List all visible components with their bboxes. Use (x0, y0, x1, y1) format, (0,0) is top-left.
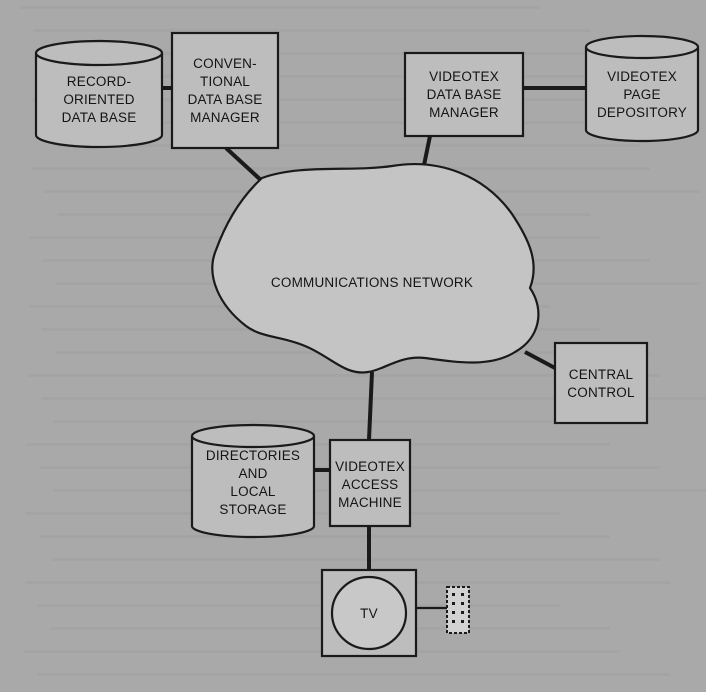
label-line: DIRECTORIES (206, 448, 300, 463)
label-line: VIDEOTEX (335, 459, 405, 474)
record-oriented-database-cylinder: RECORD- ORIENTED DATA BASE (34, 39, 164, 149)
label-line: CONVEN- (193, 56, 257, 71)
label-line: PAGE (623, 87, 660, 102)
label-line: AND (238, 466, 267, 481)
label-line: DATA BASE (188, 92, 263, 107)
label-line: MANAGER (429, 105, 499, 120)
videotex-database-manager-label: VIDEOTEX DATA BASE MANAGER (427, 69, 502, 120)
label-line: DATA BASE (427, 87, 502, 102)
tv-label: TV (360, 606, 378, 621)
label-line: COMMUNICATIONS NETWORK (271, 275, 473, 290)
conventional-database-manager-label: CONVEN- TIONAL DATA BASE MANAGER (188, 56, 263, 125)
record-oriented-database-label: RECORD- ORIENTED DATA BASE (62, 74, 137, 125)
central-control-label: CENTRAL CONTROL (567, 367, 635, 400)
label-line: TV (360, 606, 378, 621)
label-line: MACHINE (338, 495, 402, 510)
tv-screen (330, 575, 408, 651)
communications-network-label: COMMUNICATIONS NETWORK (271, 275, 473, 290)
directories-local-storage-label: DIRECTORIES AND LOCAL STORAGE (206, 448, 300, 517)
label-line: ORIENTED (63, 92, 134, 107)
communications-network-cloud: COMMUNICATIONS NETWORK (211, 163, 540, 374)
label-line: TIONAL (200, 74, 250, 89)
videotex-page-depository-label: VIDEOTEX PAGE DEPOSITORY (597, 69, 687, 120)
tv-set: TV (320, 568, 418, 658)
conventional-database-manager-box: CONVEN- TIONAL DATA BASE MANAGER (170, 31, 280, 150)
link-conventional-dbm-to-network (224, 146, 265, 184)
central-control-box: CENTRAL CONTROL (553, 341, 649, 425)
label-line: MANAGER (190, 110, 260, 125)
label-line: LOCAL (230, 484, 276, 499)
keypad-icon (446, 586, 470, 634)
label-line: VIDEOTEX (607, 69, 677, 84)
label-line: DEPOSITORY (597, 105, 687, 120)
videotex-database-manager-box: VIDEOTEX DATA BASE MANAGER (403, 51, 525, 138)
videotex-page-depository-cylinder: VIDEOTEX PAGE DEPOSITORY (584, 34, 700, 143)
label-line: ACCESS (342, 477, 399, 492)
label-line: CENTRAL (569, 367, 634, 382)
label-line: VIDEOTEX (429, 69, 499, 84)
label-line: DATA BASE (62, 110, 137, 125)
link-network-to-access-machine (367, 371, 374, 441)
videotex-access-machine-label: VIDEOTEX ACCESS MACHINE (335, 459, 405, 510)
label-line: CONTROL (567, 385, 635, 400)
label-line: RECORD- (67, 74, 131, 89)
videotex-access-machine-box: VIDEOTEX ACCESS MACHINE (328, 438, 412, 528)
directories-local-storage-cylinder: DIRECTORIES AND LOCAL STORAGE (190, 423, 316, 539)
label-line: STORAGE (219, 502, 286, 517)
link-network-to-central-control (524, 350, 556, 370)
